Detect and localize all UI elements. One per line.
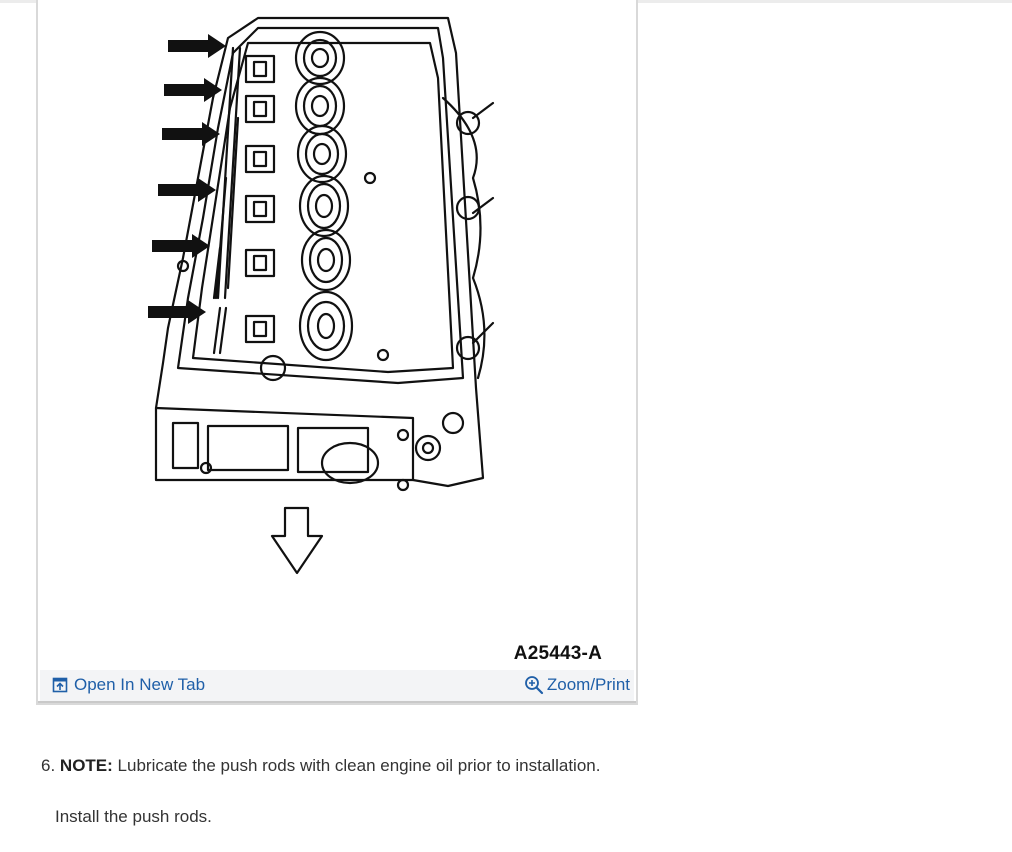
step-6-note: 6. NOTE: Lubricate the push rods with cl… (41, 756, 600, 776)
step-instruction: Install the push rods. (55, 807, 212, 826)
open-in-new-tab-icon (52, 677, 68, 693)
figure-toolbar: Open In New Tab Zoom/Print (40, 670, 634, 702)
zoom-in-icon (524, 676, 543, 695)
step-number: 6. (41, 756, 56, 775)
open-in-new-tab-label: Open In New Tab (74, 675, 206, 694)
zoom-print-link[interactable]: Zoom/Print (524, 675, 630, 695)
figure-card-border (38, 701, 636, 703)
note-label: NOTE: (59, 756, 113, 775)
note-text: Lubricate the push rods with clean engin… (117, 756, 601, 775)
figure-card: A25443-A Open In New Tab Zoom/Print (36, 0, 638, 705)
zoom-print-label: Zoom/Print (546, 675, 630, 694)
open-in-new-tab-link[interactable]: Open In New Tab (52, 675, 205, 695)
cylinder-head-diagram (148, 16, 495, 575)
figure-id-label: A25443-A (513, 643, 602, 664)
